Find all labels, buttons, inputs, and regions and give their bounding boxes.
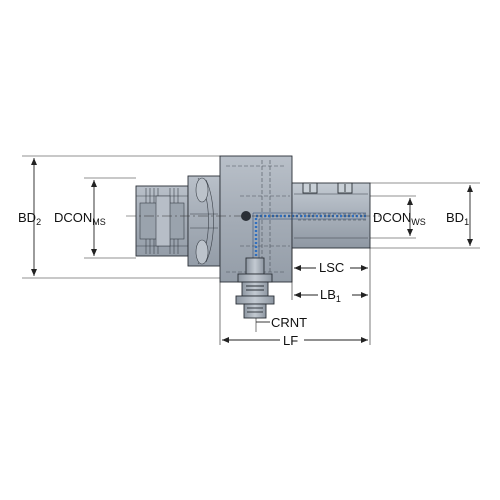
coupling-ribs — [136, 188, 188, 254]
dcon-ws-label: DCONWS — [373, 210, 426, 227]
extension-lines — [22, 155, 480, 345]
coolant-fitting — [235, 257, 275, 319]
lb1-label: LB1 — [320, 287, 341, 304]
lf-label: LF — [283, 333, 298, 348]
flange-detail — [190, 177, 218, 265]
dcon-ms-label: DCONMS — [54, 210, 106, 227]
lsc-label: LSC — [319, 260, 344, 275]
bd2-label: BD2 — [18, 210, 41, 227]
body-bore — [241, 211, 251, 221]
bd1-label: BD1 — [446, 210, 469, 227]
cylinder-detail — [294, 193, 368, 239]
crnt-label: CRNT — [271, 315, 307, 330]
clamp-screws — [302, 182, 353, 194]
